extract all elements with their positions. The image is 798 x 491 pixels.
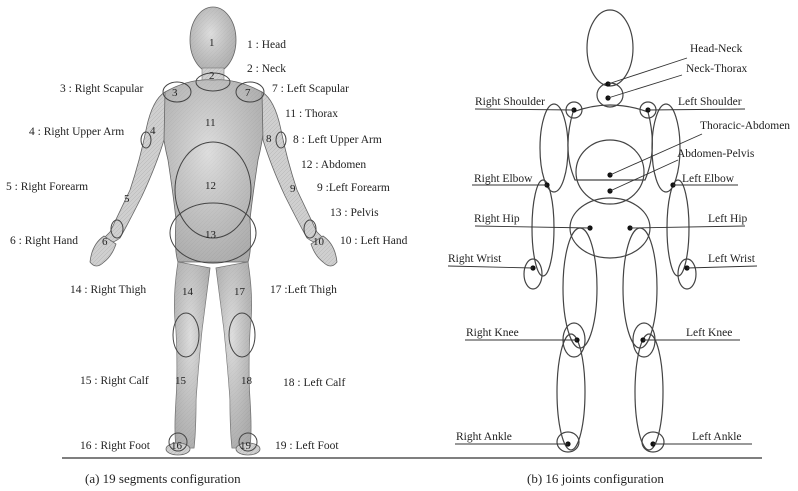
joints-caption: (b) 16 joints configuration xyxy=(527,471,664,486)
segment-label-right-calf: 15 : Right Calf xyxy=(80,375,149,387)
segment-label-left-thigh: 17 :Left Thigh xyxy=(270,284,337,296)
segment-number: 10 xyxy=(313,236,325,248)
joint-label-left-ankle: Left Ankle xyxy=(692,431,742,443)
segment-label-head: 1 : Head xyxy=(247,39,286,51)
joint-label-left-hip: Left Hip xyxy=(708,213,748,225)
segment-number: 14 xyxy=(182,286,194,298)
joint-label-right-shoulder: Right Shoulder xyxy=(475,96,545,108)
segment-label-abdomen: 12 : Abdomen xyxy=(301,159,366,171)
segment-number: 15 xyxy=(175,375,187,387)
joint-label-right-elbow: Right Elbow xyxy=(474,173,533,185)
joint-label-right-knee: Right Knee xyxy=(466,327,519,339)
segment-number: 18 xyxy=(241,375,253,387)
joint-leaders xyxy=(448,58,757,444)
segment-label-thorax: 11 : Thorax xyxy=(285,108,338,120)
joint-label-right-ankle: Right Ankle xyxy=(456,431,512,443)
segment-label-right-scapular: 3 : Right Scapular xyxy=(60,83,144,95)
segments-panel: 1 2 3 7 11 4 8 12 5 9 13 6 10 14 17 15 1… xyxy=(6,7,408,486)
joint-label-head-neck: Head-Neck xyxy=(690,43,743,55)
segment-number: 3 xyxy=(172,87,178,99)
segment-number: 2 xyxy=(209,70,215,82)
segment-number: 5 xyxy=(124,193,130,205)
joint-label-left-knee: Left Knee xyxy=(686,327,732,339)
segment-label-right-thigh: 14 : Right Thigh xyxy=(70,284,146,296)
joint-label-right-wrist: Right Wrist xyxy=(448,253,502,265)
segment-label-right-foot: 16 : Right Foot xyxy=(80,440,151,452)
joint-label-right-hip: Right Hip xyxy=(474,213,520,225)
segment-number: 9 xyxy=(290,183,296,195)
segment-number: 7 xyxy=(245,87,251,99)
segment-label-left-calf: 18 : Left Calf xyxy=(283,377,345,389)
joint-markers xyxy=(530,81,689,446)
segment-label-pelvis: 13 : Pelvis xyxy=(330,207,379,219)
joint-label-abdomen-pelvis: Abdomen-Pelvis xyxy=(677,148,755,160)
joint-label-left-shoulder: Left Shoulder xyxy=(678,96,742,108)
segment-number: 16 xyxy=(171,440,183,452)
segment-label-neck: 2 : Neck xyxy=(247,63,286,75)
segment-number: 19 xyxy=(240,440,252,452)
segment-label-right-upper-arm: 4 : Right Upper Arm xyxy=(29,126,124,138)
segment-label-left-hand: 10 : Left Hand xyxy=(340,235,408,247)
segment-number: 1 xyxy=(209,37,215,49)
segment-number: 6 xyxy=(102,236,108,248)
segment-label-right-forearm: 5 : Right Forearm xyxy=(6,181,88,193)
segment-label-left-upper-arm: 8 : Left Upper Arm xyxy=(293,134,382,146)
joints-panel: Head-Neck Neck-Thorax Right Shoulder Lef… xyxy=(448,10,790,486)
segment-label-left-scapular: 7 : Left Scapular xyxy=(272,83,349,95)
segment-number: 12 xyxy=(205,180,216,192)
segment-number: 13 xyxy=(205,229,217,241)
segment-label-left-foot: 19 : Left Foot xyxy=(275,440,339,452)
segment-number: 4 xyxy=(150,125,156,137)
joint-label-neck-thorax: Neck-Thorax xyxy=(686,63,748,75)
wireframe-body xyxy=(524,10,696,452)
segment-label-left-forearm: 9 :Left Forearm xyxy=(317,182,390,194)
joint-label-left-wrist: Left Wrist xyxy=(708,253,756,265)
segment-label-right-hand: 6 : Right Hand xyxy=(10,235,78,247)
segments-caption: (a) 19 segments configuration xyxy=(85,471,241,486)
joint-label-left-elbow: Left Elbow xyxy=(682,173,735,185)
segment-number: 8 xyxy=(266,133,272,145)
segment-number: 11 xyxy=(205,117,216,129)
joint-label-thoracic-abdomen: Thoracic-Abdomen xyxy=(700,120,790,132)
segment-number: 17 xyxy=(234,286,246,298)
